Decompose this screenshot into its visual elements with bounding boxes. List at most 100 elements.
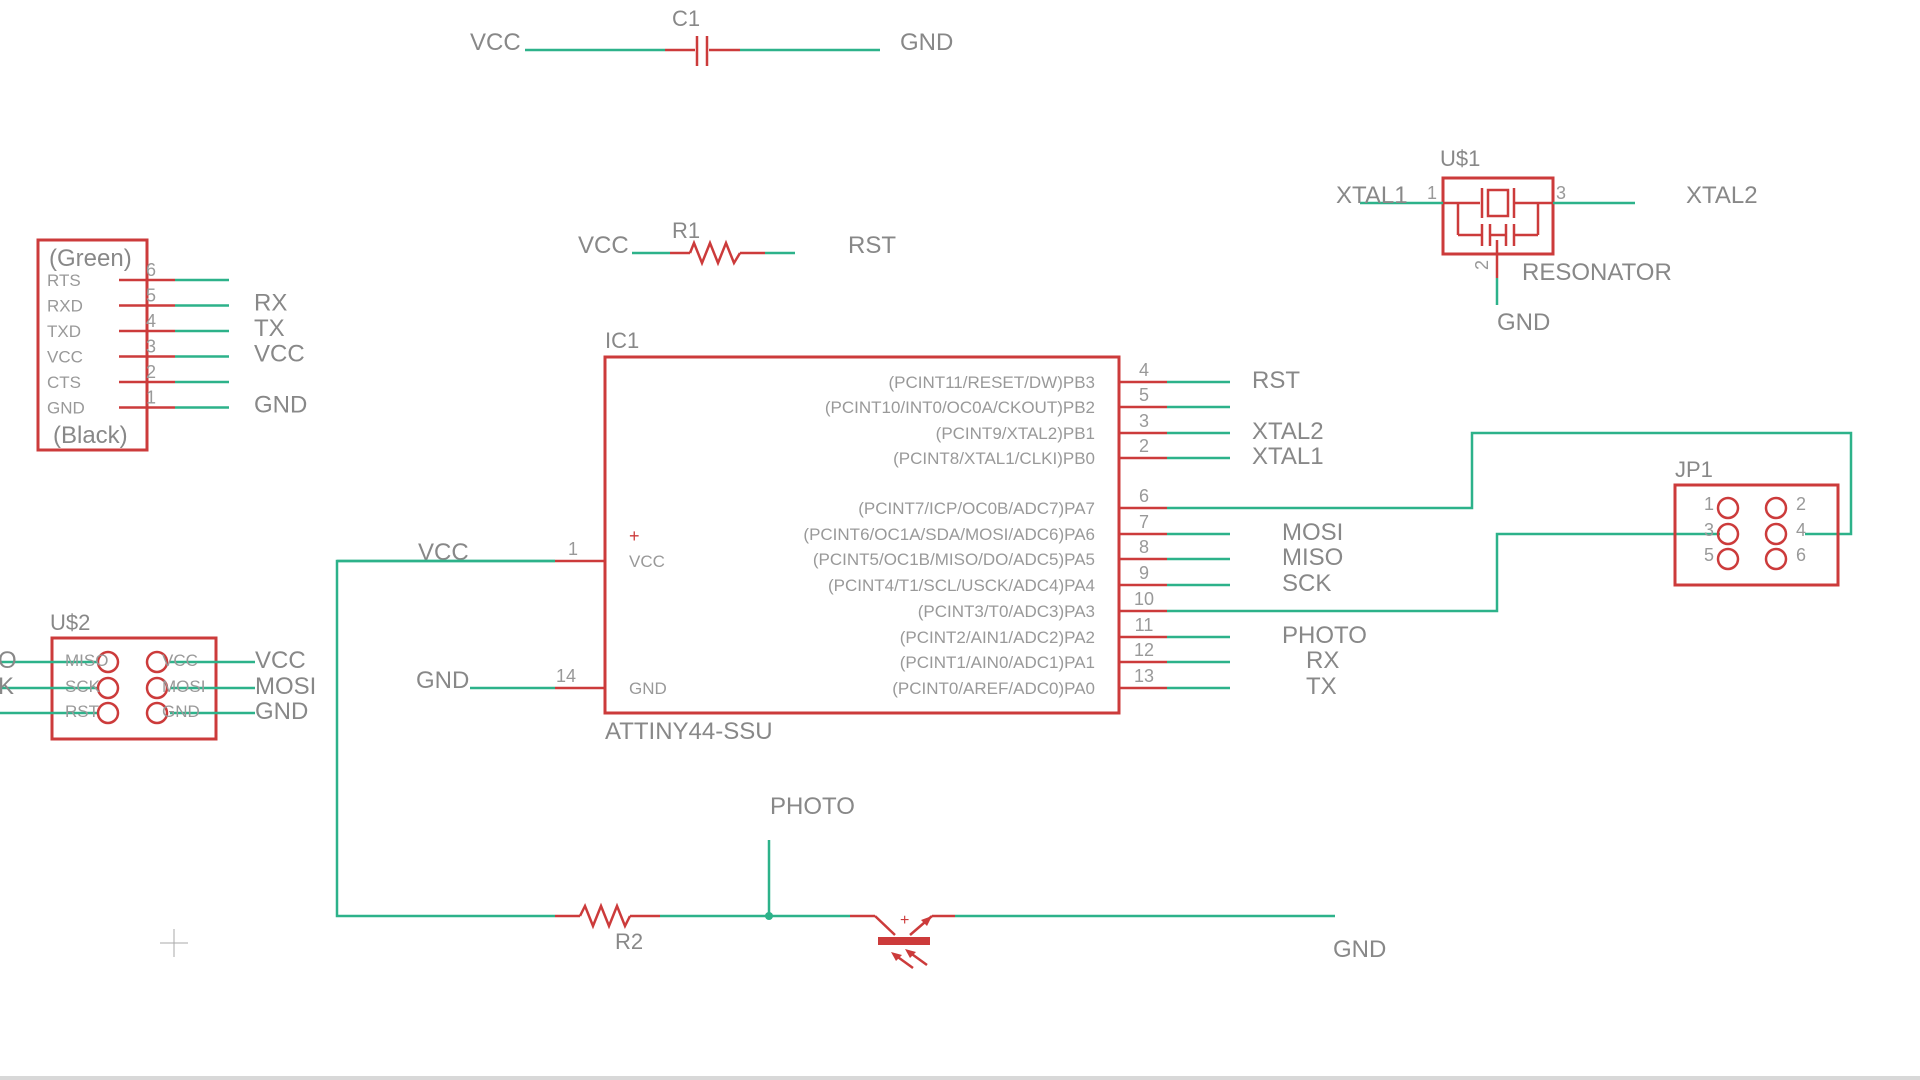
ftdi-pin-number: 2 <box>146 362 156 382</box>
isp-pin-label: MISO <box>65 651 108 670</box>
resonator-pin-1: 1 <box>1427 183 1437 203</box>
isp-pin-label: GND <box>162 702 200 721</box>
ic-pin-number: 12 <box>1134 640 1154 660</box>
ic-pin-label: (PCINT3/T0/ADC3)PA3 <box>918 602 1095 621</box>
jp1-pin-pad <box>1716 547 1740 571</box>
ic-pin-label: (PCINT0/AREF/ADC0)PA0 <box>892 679 1095 698</box>
resistor-r1[interactable]: R1 VCC RST <box>578 218 896 267</box>
ftdi-pin-label: TXD <box>47 322 81 341</box>
ftdi-net-label: GND <box>254 392 307 419</box>
isp-pin-pad <box>145 676 169 700</box>
capacitor-c1[interactable]: C1 VCC GND <box>470 6 953 66</box>
ftdi-pin-number: 5 <box>146 286 156 306</box>
jp1-pin-pad <box>1764 547 1788 571</box>
jp1-pin-number: 2 <box>1796 494 1806 514</box>
ftdi-pin-label: RXD <box>47 297 83 316</box>
isp-pin-pad <box>145 650 169 674</box>
ic-pin-label: (PCINT6/OC1A/SDA/MOSI/ADC6)PA6 <box>803 525 1095 544</box>
jp1-pin-pad <box>1764 522 1788 546</box>
isp-pin-label: SCK <box>65 677 101 696</box>
status-bar <box>0 1076 1920 1080</box>
ftdi-pin-number: 3 <box>146 337 156 357</box>
ic-net-label: PHOTO <box>1282 622 1367 649</box>
ic-net-label: RX <box>1306 647 1339 674</box>
phototransistor-plus: + <box>900 912 909 929</box>
ic-attiny44[interactable]: IC1 ATTINY44-SSU + VCC GND 1 VCC 14 GND … <box>337 328 1367 745</box>
ftdi-green-label: (Green) <box>49 245 132 272</box>
ftdi-pin-number: 6 <box>146 260 156 280</box>
ic-pin-label: (PCINT5/OC1B/MISO/DO/ADC5)PA5 <box>813 550 1095 569</box>
isp-right-net: VCC <box>255 647 306 674</box>
resonator-u1[interactable]: U$1 RESONATOR XTAL1 XTAL2 GND 1 2 3 <box>1336 146 1758 336</box>
jp1-pin-pad <box>1716 522 1740 546</box>
ftdi-pin-label: VCC <box>47 348 83 367</box>
ftdi-black-label: (Black) <box>53 422 128 449</box>
r1-label: R1 <box>672 218 700 243</box>
photo-net: PHOTO <box>770 793 855 820</box>
photo-gnd-net: GND <box>1333 936 1386 963</box>
c1-vcc-net: VCC <box>470 29 521 56</box>
ic-gnd-net: GND <box>416 667 469 694</box>
isp-pin-pad <box>96 650 120 674</box>
ic-net-label: RST <box>1252 367 1300 394</box>
ic-net-label: SCK <box>1282 570 1331 597</box>
isp-pin-pad <box>145 701 169 725</box>
jp1-pin-number: 1 <box>1704 494 1714 514</box>
resonator-xtal1-net: XTAL1 <box>1336 182 1408 209</box>
ic-pin-number: 9 <box>1139 563 1149 583</box>
isp-pin-label: MOSI <box>162 677 205 696</box>
jp1-pin-number: 4 <box>1796 520 1806 540</box>
ic-pin-label: (PCINT11/RESET/DW)PB3 <box>888 373 1095 392</box>
ic-pin-label: (PCINT1/AIN0/ADC1)PA1 <box>900 653 1095 672</box>
isp-left-net: O <box>0 647 17 674</box>
jp1-pin-number: 3 <box>1704 520 1714 540</box>
phototransistor-base <box>878 937 930 945</box>
isp-pin-label: VCC <box>162 651 198 670</box>
r1-vcc-net: VCC <box>578 232 629 259</box>
ic-net-label: XTAL1 <box>1252 443 1324 470</box>
ftdi-net-label: VCC <box>254 341 305 368</box>
ic-pin-number: 13 <box>1134 666 1154 686</box>
jp1-pin-pad <box>1764 496 1788 520</box>
jp1-pin-number: 5 <box>1704 545 1714 565</box>
ic-vcc-pin-num: 1 <box>568 539 578 559</box>
ftdi-pin-number: 1 <box>146 388 156 408</box>
ic-pin-number: 7 <box>1139 512 1149 532</box>
ic-pin-number: 5 <box>1139 385 1149 405</box>
ic-net-label: TX <box>1306 673 1337 700</box>
ic-pin-number: 8 <box>1139 537 1149 557</box>
ic-pin-label: (PCINT7/ICP/OC0B/ADC7)PA7 <box>858 499 1095 518</box>
isp-pin-pad <box>96 676 120 700</box>
isp-left-net: K <box>0 673 14 700</box>
ic-pin-number: 11 <box>1135 615 1154 635</box>
ic-value: ATTINY44-SSU <box>605 718 773 745</box>
ic-pin-label: (PCINT8/XTAL1/CLKI)PB0 <box>893 449 1095 468</box>
ic-gnd-pin-num: 14 <box>556 666 576 686</box>
r1-rst-net: RST <box>848 232 896 259</box>
ic-pin-label: (PCINT9/XTAL2)PB1 <box>936 424 1095 443</box>
ic-pin-label: (PCINT10/INT0/OC0A/CKOUT)PB2 <box>825 398 1095 417</box>
ic-plus-marker: + <box>629 526 640 546</box>
r2-label: R2 <box>615 929 643 954</box>
junction-dot <box>765 912 773 920</box>
phototransistor-circuit[interactable]: R2 PHOTO + GND <box>335 559 1386 970</box>
ic-name: IC1 <box>605 328 639 353</box>
resonator-pin-3: 3 <box>1556 183 1566 203</box>
ic-pin-number: 2 <box>1139 436 1149 456</box>
ftdi-pin-label: CTS <box>47 373 81 392</box>
crosshair-icon <box>160 929 188 957</box>
ic-pin-label: (PCINT4/T1/SCL/USCK/ADC4)PA4 <box>828 576 1095 595</box>
ftdi-pin-label: RTS <box>47 271 81 290</box>
isp-pin-label: RST <box>65 702 99 721</box>
resonator-xtal2-net: XTAL2 <box>1686 182 1758 209</box>
isp-pin-pad <box>96 701 120 725</box>
ic-pin-number: 10 <box>1134 589 1154 609</box>
resonator-value: RESONATOR <box>1522 259 1672 286</box>
resonator-name: U$1 <box>1440 146 1480 171</box>
